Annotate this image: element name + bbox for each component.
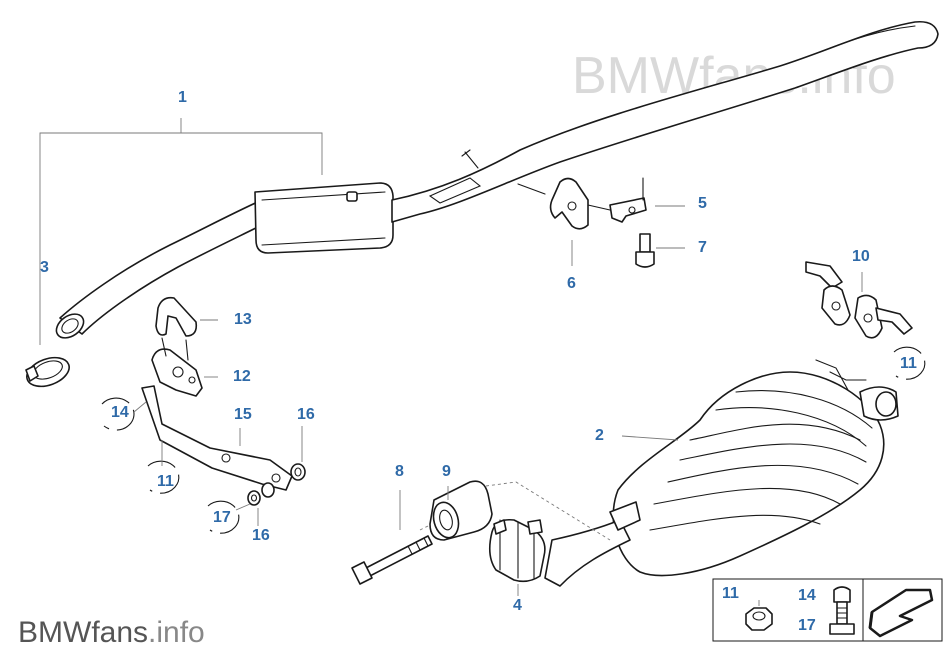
ring-17 [207, 500, 240, 534]
callout-10: 10 [852, 248, 870, 265]
callout-15: 15 [234, 406, 252, 423]
rear-muffler [544, 359, 899, 587]
legend-label-14: 14 [798, 587, 816, 604]
watermark-bottom-suffix: .info [148, 616, 205, 649]
ring-14 [101, 397, 135, 431]
callout-5: 5 [698, 195, 707, 212]
callout-6: 6 [567, 275, 576, 292]
callout-1-bracket [39, 118, 323, 292]
mount-12 [151, 337, 203, 397]
watermark-bottom: BMWfans.info [18, 616, 205, 649]
callout-3: 3 [40, 259, 49, 276]
callout-2: 2 [595, 427, 604, 444]
washer-16 [247, 463, 306, 506]
hardware-legend-box: 11 14 17 [712, 578, 943, 642]
callout-16-bottom: 16 [252, 527, 270, 544]
callout-4: 4 [513, 597, 522, 614]
callout-8: 8 [395, 463, 404, 480]
clamp-4 [488, 518, 546, 583]
bolt-icon [829, 586, 855, 635]
callout-14: 14 [111, 404, 129, 421]
callout-9: 9 [442, 463, 451, 480]
callout-13: 13 [234, 311, 252, 328]
nut-icon [745, 607, 773, 631]
clamp-3 [25, 356, 70, 388]
callout-1: 1 [178, 89, 187, 106]
ring-11-left [147, 460, 180, 494]
callout-11-left: 11 [157, 473, 174, 490]
callout-16-top: 16 [297, 406, 315, 423]
watermark-bottom-brand: BMWfans [18, 616, 148, 649]
hanger-10 [805, 261, 913, 339]
callout-11-right: 11 [900, 355, 917, 372]
callout-17: 17 [213, 509, 231, 526]
sleeve-9 [429, 480, 493, 541]
bolt-7 [635, 233, 655, 268]
strap-13 [155, 296, 198, 337]
orientation-arrow-icon [868, 588, 934, 638]
bolt-8 [351, 535, 433, 585]
hanger-6 [549, 177, 611, 230]
front-pipe-assembly [55, 20, 939, 339]
callout-12: 12 [233, 368, 251, 385]
legend-label-17: 17 [798, 617, 816, 634]
legend-label-11: 11 [722, 585, 739, 602]
callout-7: 7 [698, 239, 707, 256]
bracket-5 [609, 177, 647, 223]
ring-11-right [893, 346, 926, 380]
